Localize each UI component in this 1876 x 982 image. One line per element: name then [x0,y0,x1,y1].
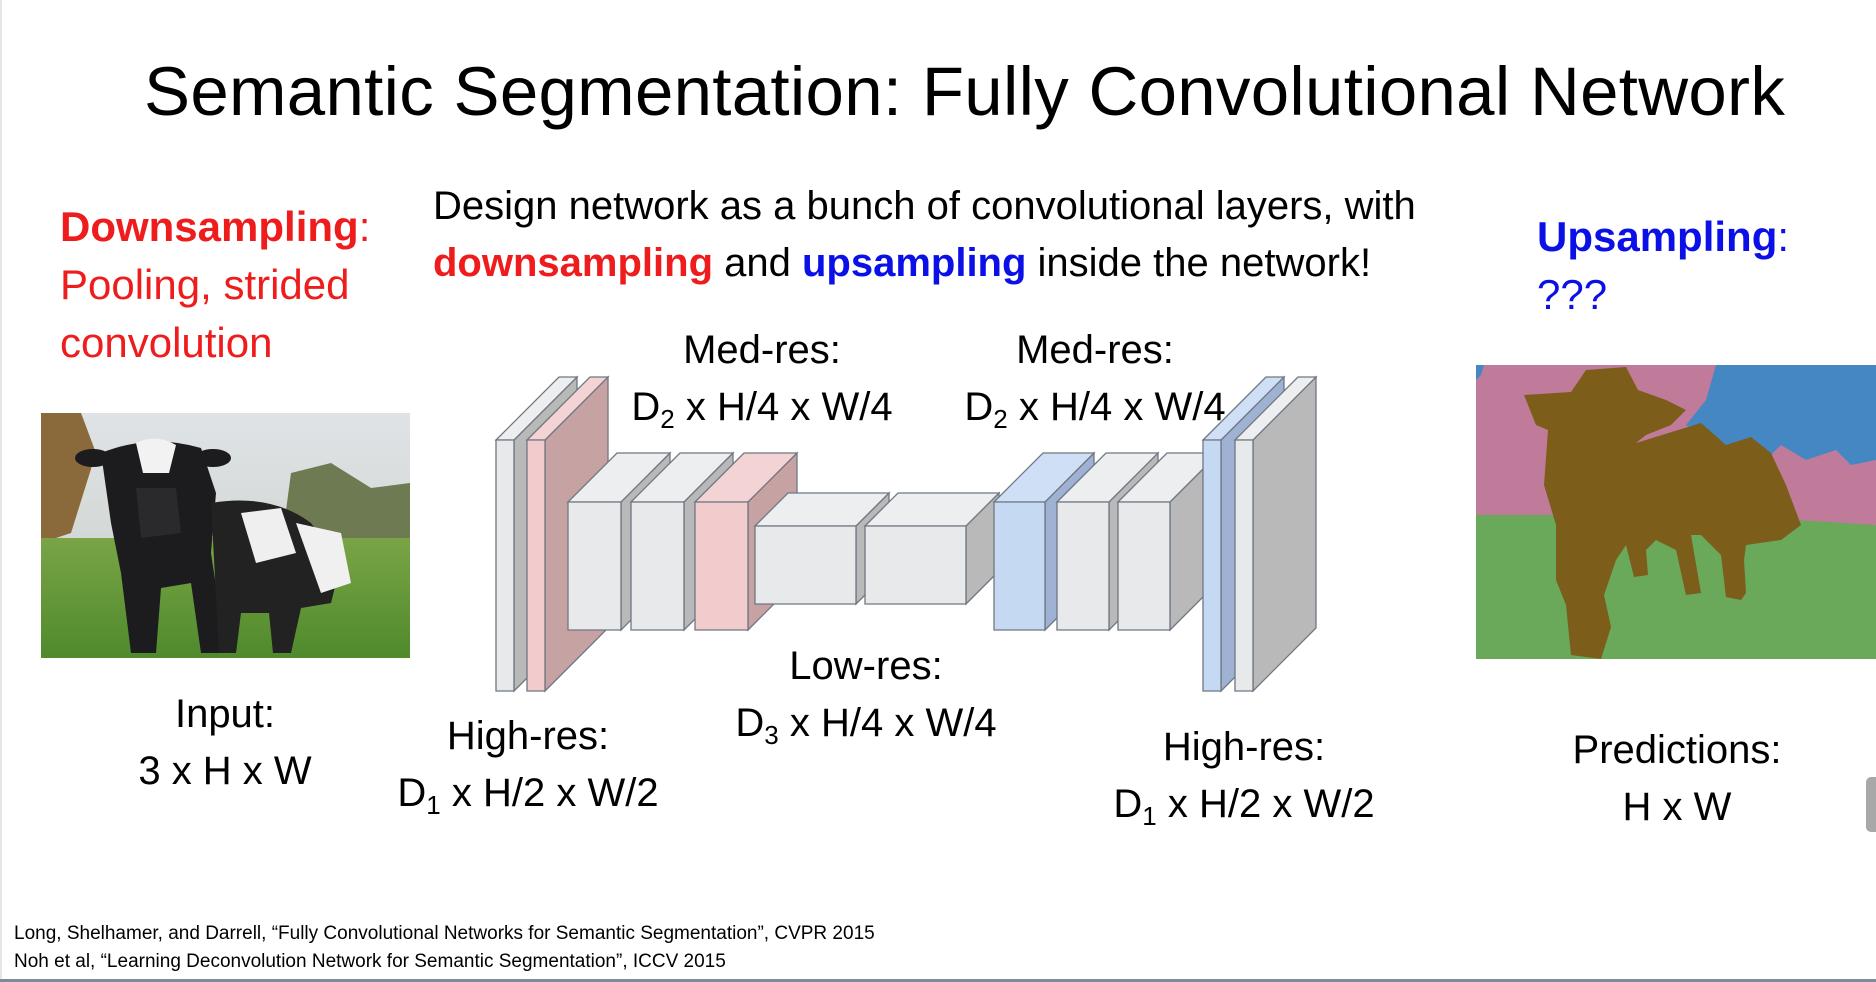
med-res-left-title: Med-res: [683,328,841,372]
low-res-title: Low-res: [789,644,943,688]
downsampling-note: Downsampling: Pooling, strided convoluti… [60,198,370,372]
design-note: Design network as a bunch of convolution… [433,178,1416,292]
input-cow-photo [41,413,410,658]
predictions-line2: H x W [1622,785,1732,829]
layer-block-front [754,525,857,605]
dim-subscript: 2 [993,404,1008,434]
dim-subscript: 3 [764,720,779,750]
slide-left-border [0,0,2,982]
layer-block-7-gray [863,491,1001,606]
design-line1: Design network as a bunch of convolution… [433,184,1416,228]
dim-size: x H/4 x W/4 [674,385,893,429]
downsampling-colon: : [358,203,371,250]
upsampling-colon: : [1777,213,1790,260]
layer-block-front [1234,439,1254,692]
high-res-right-label: High-res: D1 x H/2 x W/2 [1113,719,1374,845]
med-res-right-title: Med-res: [1016,328,1174,372]
slide-title: Semantic Segmentation: Fully Convolution… [144,53,1786,130]
design-and: and [713,241,802,285]
med-res-right-label: Med-res: D2 x H/4 x W/4 [964,322,1225,448]
low-res-label: Low-res: D3 x H/4 x W/4 [735,638,996,764]
dim-subscript: 1 [1142,801,1157,831]
design-downsampling-word: downsampling [433,241,713,285]
layer-block-front [630,501,685,631]
dim-subscript: 2 [660,404,675,434]
layer-block-front [567,501,622,631]
input-label-line1: Input: [174,692,276,736]
dim-size: x H/4 x W/4 [1007,385,1226,429]
citation-1: Long, Shelhamer, and Darrell, “Fully Con… [14,923,875,944]
layer-block-front [495,439,515,692]
input-label-line2: 3 x H x W [138,749,312,793]
downsampling-line3: convolution [60,319,273,366]
dim-subscript: 1 [426,790,441,820]
layer-block-front [993,501,1046,631]
citation-2: Noh et al, “Learning Deconvolution Netwo… [14,951,726,972]
seg-sky [1686,365,1876,465]
upsampling-heading: Upsampling [1537,213,1778,260]
dim-symbol: D [397,771,427,815]
segmentation-prediction-image [1476,365,1876,659]
layer-block-front [694,501,749,631]
layer-block-front [1117,501,1171,631]
med-res-left-label: Med-res: D2 x H/4 x W/4 [631,322,892,448]
dim-symbol: D [964,385,994,429]
input-label: Input: 3 x H x W [138,686,311,800]
upsampling-line2: ??? [1537,271,1608,318]
layer-block-front [526,439,546,692]
predictions-label: Predictions: H x W [1573,722,1782,836]
dim-size: x H/2 x W/2 [1156,782,1375,826]
layer-block-front [864,525,967,605]
dim-symbol: D [735,701,765,745]
high-res-right-title: High-res: [1162,725,1326,769]
dim-symbol: D [631,385,661,429]
design-upsampling-word: upsampling [801,241,1027,285]
layer-block-front [1056,501,1110,631]
predictions-line1: Predictions: [1572,728,1782,772]
layer-block-12-gray [1233,375,1318,693]
slide-bottom-border [0,979,1876,982]
design-rest: inside the network! [1026,241,1372,285]
upsampling-note: Upsampling: ??? [1537,208,1789,324]
dim-size: x H/2 x W/2 [440,771,659,815]
citations: Long, Shelhamer, and Darrell, “Fully Con… [14,920,875,976]
dim-symbol: D [1113,782,1143,826]
scrollbar-thumb[interactable] [1866,777,1876,832]
seg-cow [1524,367,1801,659]
dim-size: x H/4 x W/4 [778,701,997,745]
layer-block-front [1202,439,1222,692]
downsampling-line2: Pooling, strided [60,261,350,308]
downsampling-heading: Downsampling [60,203,359,250]
high-res-left-title: High-res: [446,714,610,758]
high-res-left-label: High-res: D1 x H/2 x W/2 [397,708,658,834]
